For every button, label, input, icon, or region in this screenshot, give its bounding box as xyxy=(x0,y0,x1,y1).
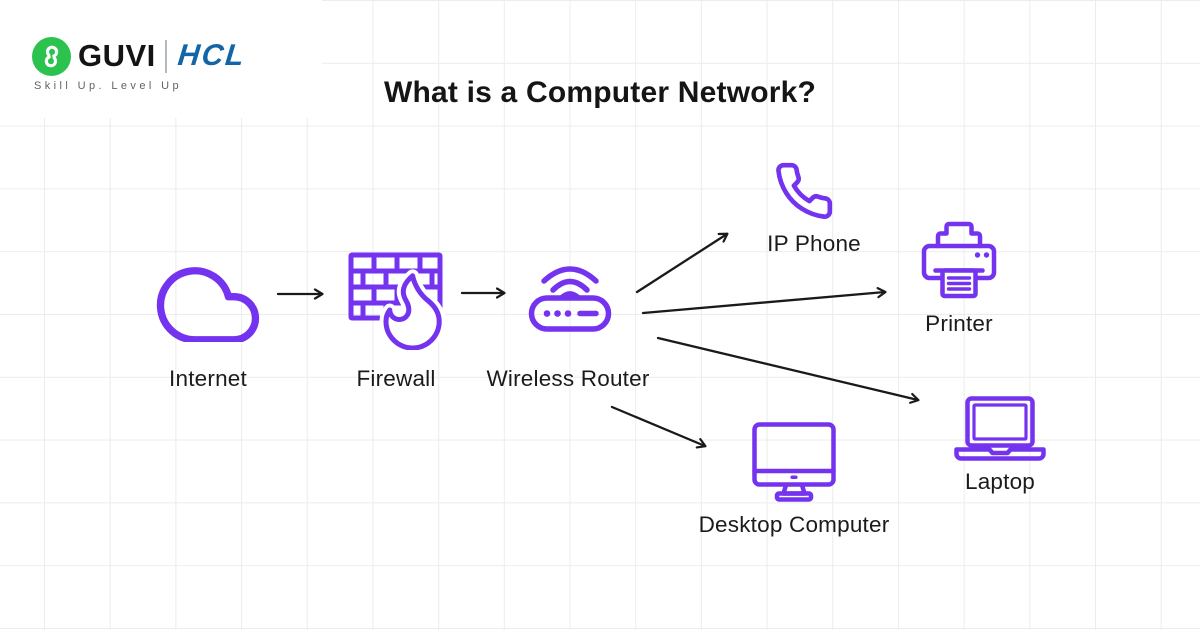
brand-tagline: Skill Up. Level Up xyxy=(34,80,183,92)
desktop-monitor-icon xyxy=(752,422,836,506)
printer-icon xyxy=(921,220,997,300)
node-label-laptop: Laptop xyxy=(964,469,1036,494)
guvi-logo-icon xyxy=(32,36,71,76)
phone-icon xyxy=(773,160,835,222)
brand-separator xyxy=(164,39,168,73)
laptop-icon xyxy=(954,396,1046,462)
node-label-desktop-computer: Desktop Computer xyxy=(698,512,890,537)
node-label-wireless-router: Wireless Router xyxy=(486,366,650,391)
guvi-wordmark: GUVI xyxy=(78,38,156,73)
firewall-icon xyxy=(348,252,446,355)
page-title: What is a Computer Network? xyxy=(383,76,817,109)
node-label-internet: Internet xyxy=(169,366,247,391)
wireless-router-icon xyxy=(528,250,612,332)
arrow-router-laptop xyxy=(656,336,920,404)
arrow-router-printer xyxy=(641,287,887,315)
node-label-firewall: Firewall xyxy=(356,366,436,391)
node-label-printer: Printer xyxy=(925,311,993,336)
arrow-router-ip-phone xyxy=(635,232,729,294)
node-label-ip-phone: IP Phone xyxy=(767,231,861,256)
arrow-router-desktop-computer xyxy=(610,405,707,449)
cloud-icon xyxy=(155,260,261,344)
brand-header: GUVI HCL xyxy=(32,36,248,76)
